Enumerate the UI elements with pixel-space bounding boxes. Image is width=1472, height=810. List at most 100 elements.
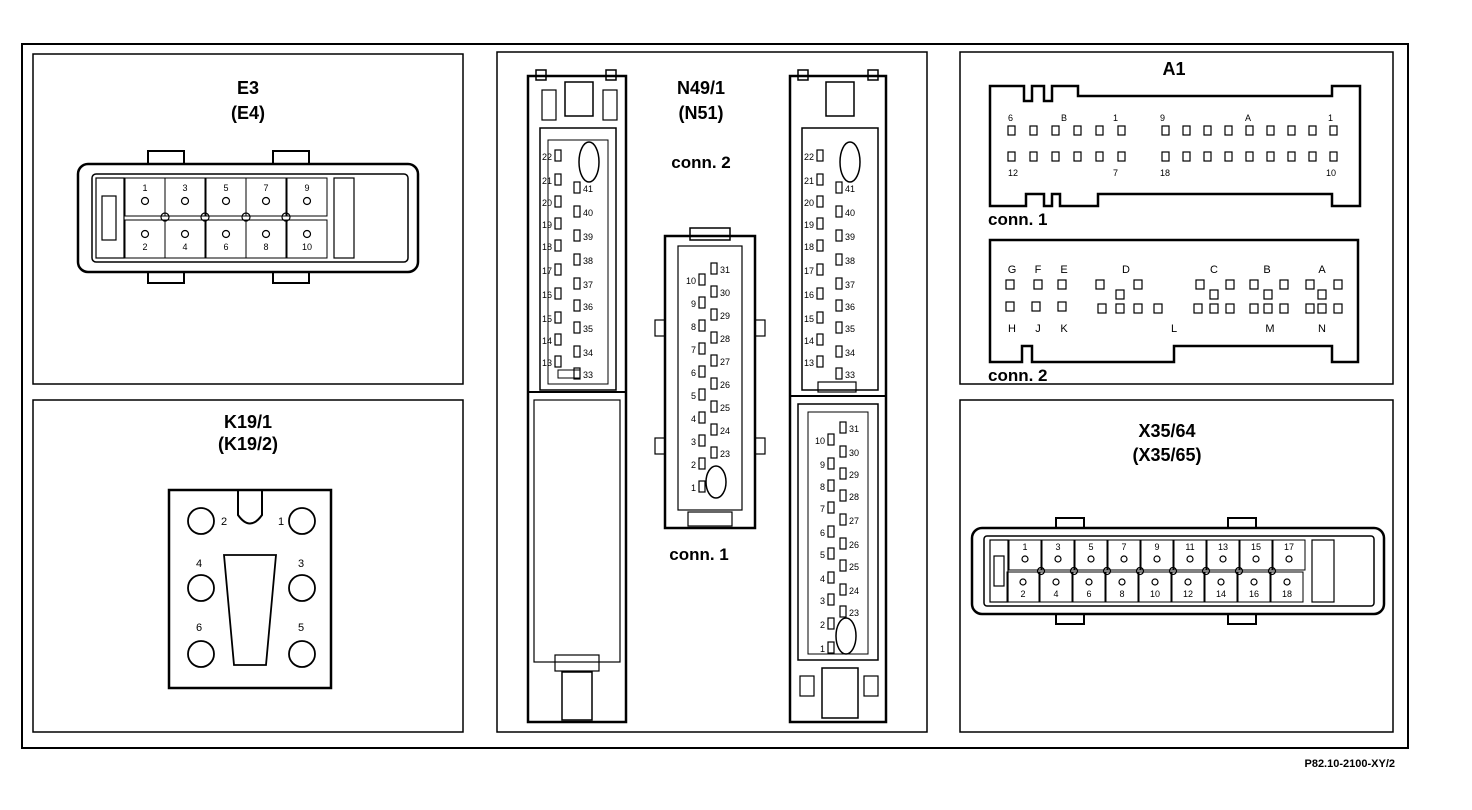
n49-right-c2-label-39: 39 bbox=[845, 232, 855, 242]
a1-c2-pin bbox=[1133, 279, 1143, 290]
n49-c1-label-7: 7 bbox=[691, 345, 696, 355]
n49-left-c2-pin-33 bbox=[573, 367, 581, 380]
n49-right-c2-label-14: 14 bbox=[804, 336, 814, 346]
x35-cavity-1 bbox=[1008, 539, 1042, 571]
x35-pin-6 bbox=[1085, 578, 1093, 586]
n49-c1-pin-6 bbox=[698, 365, 706, 378]
n49-c1-pin-27 bbox=[710, 354, 718, 367]
a1-c2-pin bbox=[1279, 303, 1289, 314]
n49-c1-label-10: 10 bbox=[686, 276, 696, 286]
n49-right-c1-label-31: 31 bbox=[849, 424, 859, 434]
a1-c1-label-6: 6 bbox=[1008, 113, 1013, 123]
a1-c1-pin bbox=[1117, 151, 1126, 162]
e3-pin-10 bbox=[302, 229, 312, 239]
n49-right-c2-pin-36 bbox=[835, 299, 843, 312]
n49-right-c2-pin-14 bbox=[816, 333, 824, 346]
n49-right-c1-label-28: 28 bbox=[849, 492, 859, 502]
n49-left-c2-label-17: 17 bbox=[542, 266, 552, 276]
x35-pin-9 bbox=[1153, 555, 1161, 563]
n49-right-c1-pin-29 bbox=[839, 467, 847, 480]
a1-c2-pin bbox=[1005, 301, 1015, 312]
a1-c1-label-7: 7 bbox=[1113, 168, 1118, 178]
e3-pin-2 bbox=[140, 229, 150, 239]
a1-c2-cavity-label-n: N bbox=[1318, 323, 1326, 335]
x35-pin-label-3: 3 bbox=[1055, 542, 1060, 552]
a1-c1-pin bbox=[1095, 151, 1104, 162]
n49-right-c2-label-19: 19 bbox=[804, 220, 814, 230]
n49-right-c1-label-26: 26 bbox=[849, 540, 859, 550]
a1-c2-cavity-label-b: B bbox=[1263, 264, 1270, 276]
a1-c2-pin bbox=[1057, 279, 1067, 290]
a1-c2-pin bbox=[1225, 303, 1235, 314]
n49-right-c1-label-27: 27 bbox=[849, 516, 859, 526]
n49-c1-label-31: 31 bbox=[720, 265, 730, 275]
x35-pin-label-15: 15 bbox=[1251, 542, 1261, 552]
n49-left-c2-label-19: 19 bbox=[542, 220, 552, 230]
e3-pin-label-3: 3 bbox=[182, 183, 187, 193]
a1-c1-label-10: 10 bbox=[1326, 168, 1336, 178]
e3-pin-label-6: 6 bbox=[223, 242, 228, 252]
n49-c1-pin-24 bbox=[710, 423, 718, 436]
n49-left-c2-pin-36 bbox=[573, 299, 581, 312]
n49-left-c2-pin-40 bbox=[573, 205, 581, 218]
n49-right-c2-label-40: 40 bbox=[845, 208, 855, 218]
n49-c1-pin-26 bbox=[710, 377, 718, 390]
n49-c1-pin-4 bbox=[698, 411, 706, 424]
a1-c2-pin bbox=[1133, 303, 1143, 314]
n49-right-c1-label-2: 2 bbox=[820, 620, 825, 630]
a1-conn2-label: conn. 2 bbox=[988, 366, 1048, 385]
n49-left-c2-label-15: 15 bbox=[542, 314, 552, 324]
x35-cavity-15 bbox=[1239, 539, 1273, 571]
a1-c2-pin bbox=[1031, 301, 1041, 312]
a1-c2-pin bbox=[1153, 303, 1163, 314]
a1-c1-pin bbox=[1051, 151, 1060, 162]
n49-right-c2-pin-13 bbox=[816, 355, 824, 368]
x35-latch-hole bbox=[1102, 566, 1112, 576]
a1-c2-pin bbox=[1333, 279, 1343, 290]
a1-c1-label-12: 12 bbox=[1008, 168, 1018, 178]
n49-right-c1-label-7: 7 bbox=[820, 504, 825, 514]
x35-pin-label-4: 4 bbox=[1053, 589, 1058, 599]
a1-c2-pin bbox=[1317, 303, 1327, 314]
a1-c1-label-b: B bbox=[1061, 113, 1067, 123]
n49-right-c2-pin-22 bbox=[816, 149, 824, 162]
x35-pin-label-14: 14 bbox=[1216, 589, 1226, 599]
a1-c2-pin bbox=[1115, 303, 1125, 314]
n49-c1-label-23: 23 bbox=[720, 449, 730, 459]
a1-c2-pin bbox=[1097, 303, 1107, 314]
n49-c1-label-9: 9 bbox=[691, 299, 696, 309]
n49-right-c1-pin-8 bbox=[827, 479, 835, 492]
a1-c2-pin bbox=[1005, 279, 1015, 290]
a1-c1-pin bbox=[1203, 151, 1212, 162]
n49-c1-pin-2 bbox=[698, 457, 706, 470]
k19-pin-4 bbox=[187, 574, 215, 602]
a1-c2-cavity-label-c: C bbox=[1210, 264, 1218, 276]
n49-left-c2-label-41: 41 bbox=[583, 184, 593, 194]
n49-left-c2-pin-17 bbox=[554, 263, 562, 276]
x35-pin-5 bbox=[1087, 555, 1095, 563]
a1-c2-pin bbox=[1305, 303, 1315, 314]
panel-n49: N49/1 (N51) conn. 2 conn. 1 222120191817… bbox=[496, 51, 928, 733]
n49-left-c2-pin-39 bbox=[573, 229, 581, 242]
x35-cavity-3 bbox=[1041, 539, 1075, 571]
x35-cavity-11 bbox=[1173, 539, 1207, 571]
n49-right-c2-pin-21 bbox=[816, 173, 824, 186]
n49-right-c1-label-24: 24 bbox=[849, 586, 859, 596]
n49-left-c2-label-35: 35 bbox=[583, 324, 593, 334]
a1-c2-pin bbox=[1195, 279, 1205, 290]
n49-c1-label-28: 28 bbox=[720, 334, 730, 344]
n49-right-c1-label-9: 9 bbox=[820, 460, 825, 470]
e3-latch-hole-4 bbox=[281, 212, 291, 222]
k19-pin-1 bbox=[288, 507, 316, 535]
a1-c1-label-1b: 1 bbox=[1328, 113, 1333, 123]
n49-left-c2-pin-18 bbox=[554, 239, 562, 252]
x35-latch-hole bbox=[1234, 566, 1244, 576]
n49-right-c2-pin-39 bbox=[835, 229, 843, 242]
n49-left-c2-label-22: 22 bbox=[542, 152, 552, 162]
n49-right-c2-label-13: 13 bbox=[804, 358, 814, 368]
a1-c1-pin bbox=[1095, 125, 1104, 136]
n49-right-c1-label-8: 8 bbox=[820, 482, 825, 492]
a1-c2-cavity-label-e: E bbox=[1060, 264, 1067, 276]
e3-pin-7 bbox=[261, 196, 271, 206]
